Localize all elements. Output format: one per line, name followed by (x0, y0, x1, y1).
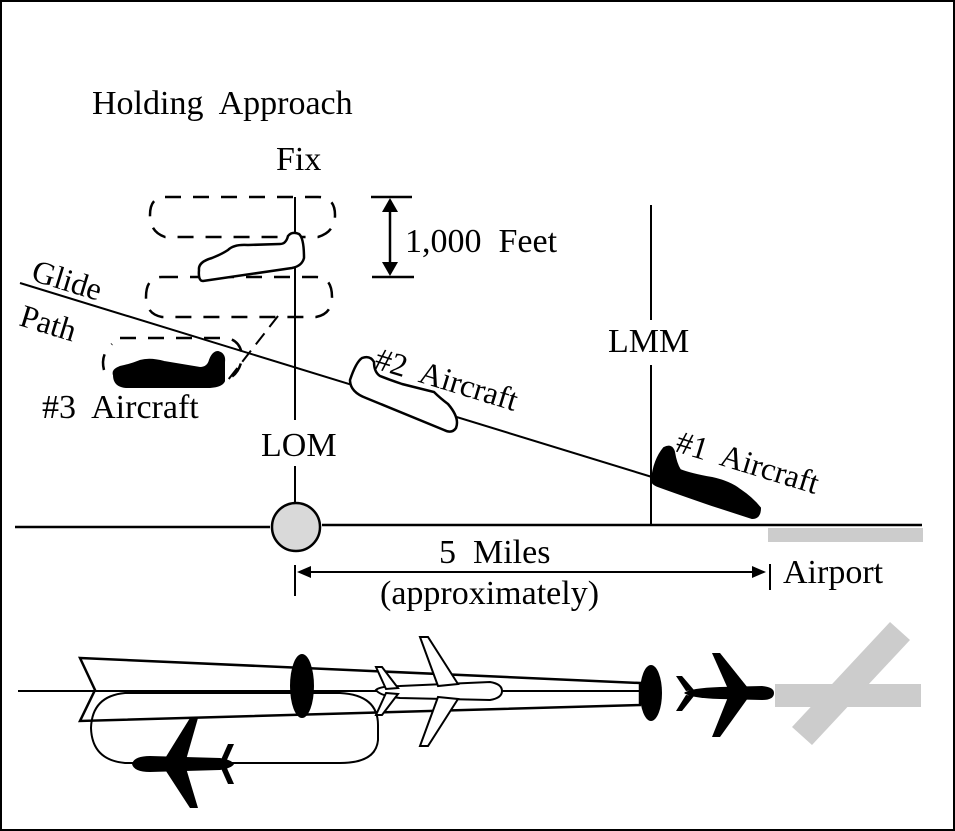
middle-marker-plan-icon (640, 665, 662, 721)
lom-label: LOM (261, 427, 337, 464)
aircraft-3-icon (112, 350, 226, 388)
path-label: Path (16, 297, 81, 348)
glide-label: Glide (28, 252, 107, 307)
altitude-separation-label: 1,000 Feet (405, 223, 558, 260)
lmm-label: LMM (608, 323, 689, 360)
aircraft-1-icon (650, 445, 762, 520)
glide-path-line (19, 282, 653, 478)
title-line-1: Holding Approach (92, 85, 353, 122)
outer-marker-plan-icon (290, 654, 314, 718)
holding-aircraft-icon (197, 231, 306, 283)
holding-racetrack-plan (89, 692, 379, 764)
outer-marker-icon (270, 501, 322, 553)
descent-path-line (227, 315, 279, 381)
holding-pattern-middle (144, 275, 334, 319)
aircraft-2-icon (348, 355, 459, 433)
final-aircraft-plan-icon (676, 653, 774, 737)
holding-aircraft-plan-icon (132, 718, 234, 808)
distance-label: 5 Miles (439, 534, 550, 571)
distance-note-label: (approximately) (380, 575, 599, 612)
altitude-dimension (371, 195, 414, 279)
approach-aircraft-plan-icon (374, 636, 504, 747)
runway-profile (768, 528, 923, 542)
localizer-beam (77, 656, 642, 723)
holding-pattern-upper (148, 195, 337, 239)
title-line-2: Fix (276, 141, 321, 178)
aircraft-3-label: #3 Aircraft (42, 389, 199, 426)
holding-pattern-lower (101, 336, 244, 380)
runway-plan-icon (775, 622, 921, 745)
distance-dimension (294, 564, 771, 596)
airport-label: Airport (783, 554, 884, 591)
